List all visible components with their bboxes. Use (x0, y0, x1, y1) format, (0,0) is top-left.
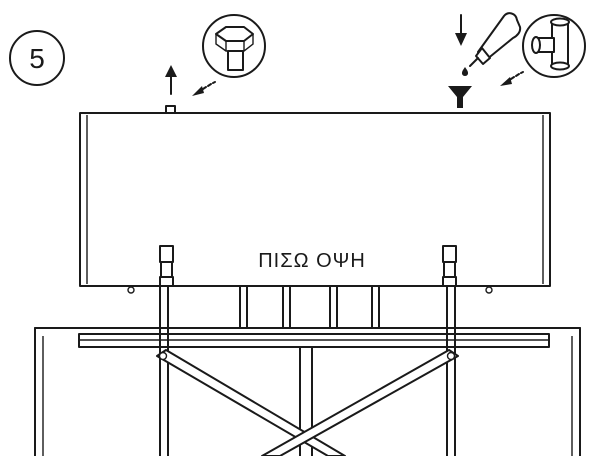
bolt-plug-icon (202, 14, 266, 78)
x-brace (156, 349, 459, 456)
right-clamp (442, 245, 457, 287)
step-badge: 5 (9, 30, 65, 86)
support-rods (159, 285, 456, 456)
right-callout-arrow (500, 71, 524, 86)
support-slats (239, 285, 380, 329)
frame-structure (34, 327, 581, 456)
left-callout-arrow (192, 81, 216, 96)
funnel-icon (448, 86, 472, 108)
tank-view-label: ΠΙΣΩ ΟΨΗ (258, 250, 366, 272)
down-arrow-icon (455, 14, 467, 46)
tank-body: ΠΙΣΩ ΟΨΗ (79, 112, 551, 294)
step-number: 5 (29, 43, 45, 74)
up-arrow-icon (165, 65, 177, 95)
pipe-fitting-icon (522, 14, 586, 78)
sealant-bottle-icon (461, 12, 522, 76)
left-clamp (159, 245, 174, 287)
